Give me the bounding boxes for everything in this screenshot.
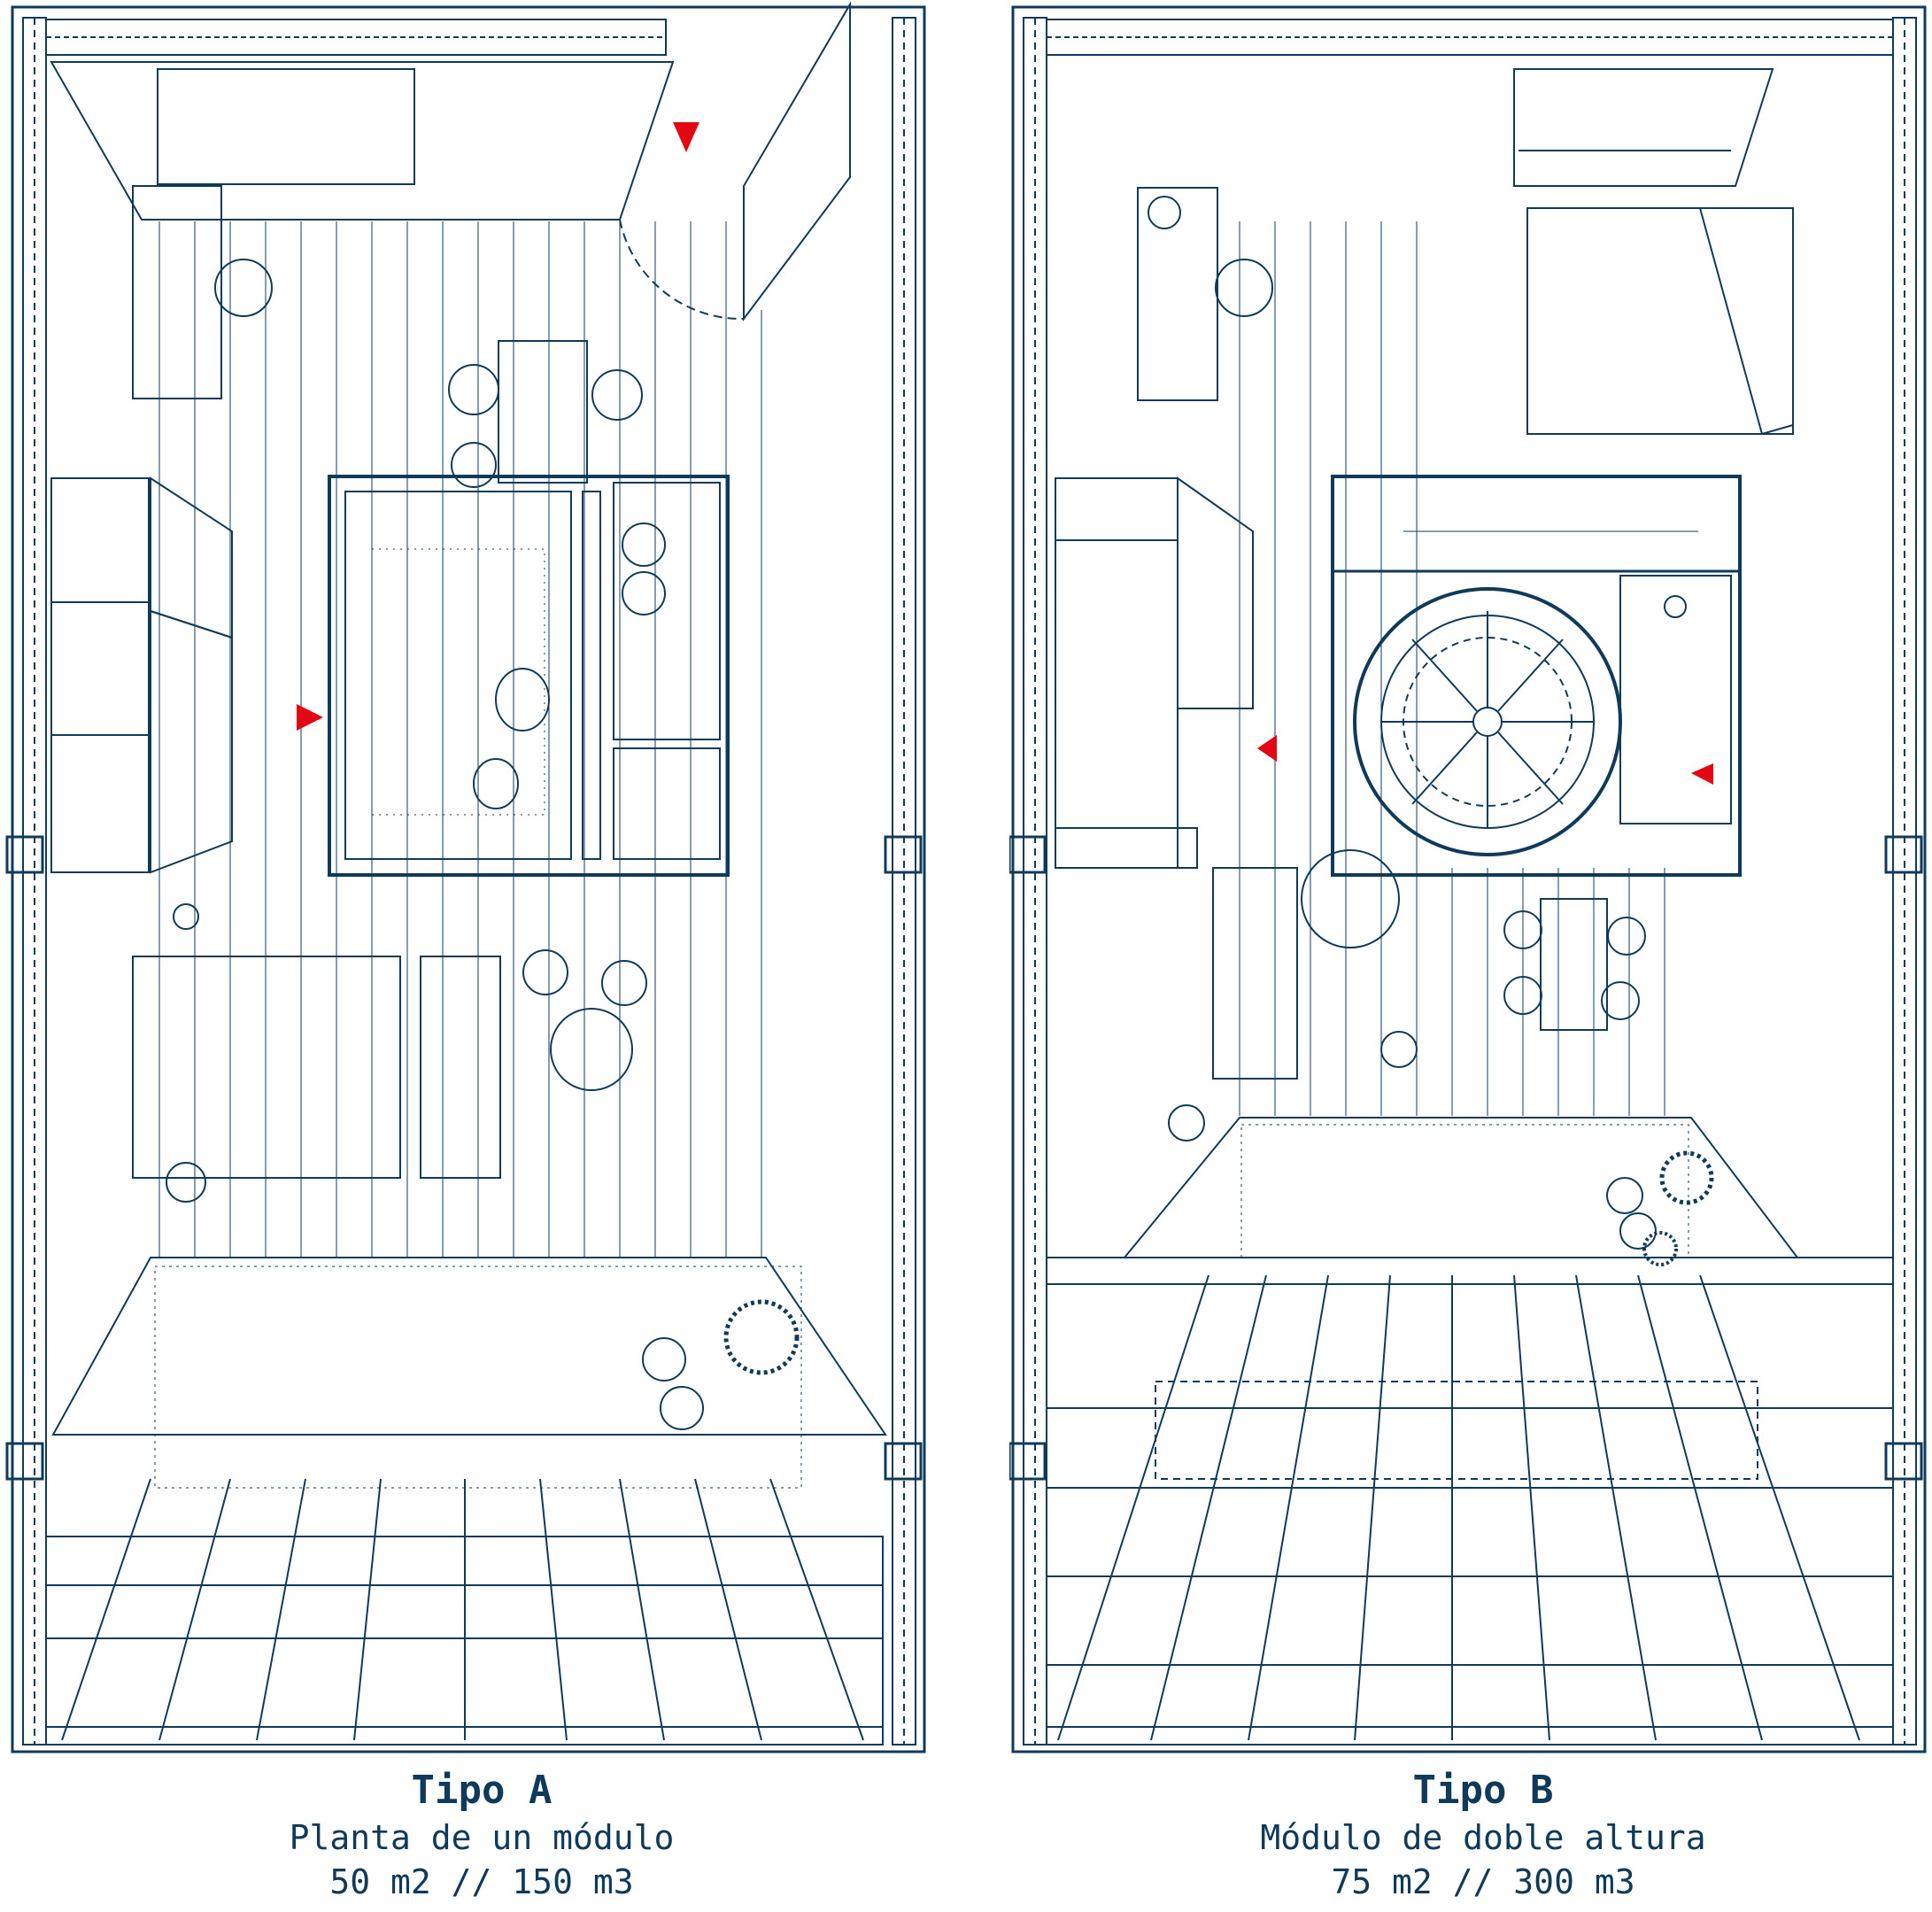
- plant-icon: [723, 1299, 800, 1375]
- chair-icon: [1607, 917, 1646, 956]
- bed: [132, 903, 401, 1203]
- balcony-grating: [1046, 1257, 1894, 1746]
- plan-tipo-b: [1009, 5, 1927, 1753]
- chair-icon: [448, 364, 499, 415]
- kitchen-cabinet: [1055, 476, 1254, 869]
- plan-title: Tipo B: [1412, 1768, 1554, 1813]
- chair-icon: [1503, 976, 1542, 1015]
- toilet-icon: [1664, 595, 1687, 618]
- stair-core: [1331, 475, 1742, 877]
- wall-columns: [5, 835, 923, 1481]
- skylight: [1513, 68, 1774, 187]
- sink-icon: [495, 668, 550, 732]
- chair-icon: [1601, 981, 1640, 1020]
- terrace: [51, 1257, 887, 1489]
- plan-tipo-a: [5, 1, 926, 1753]
- desk: [1137, 187, 1273, 401]
- floor-boards: [1239, 221, 1665, 1116]
- entry-arrow-icon: [1691, 763, 1713, 785]
- lounge-table: [522, 949, 647, 1091]
- caption-tipo-a: Tipo A Planta de un módulo 50 m2 // 150 …: [12, 1766, 951, 1904]
- entry-arrow-icon: [297, 704, 323, 731]
- dining-set: [448, 340, 643, 488]
- chair-icon: [1503, 910, 1542, 949]
- plan-title: Tipo A: [411, 1768, 553, 1813]
- wall-columns: [1009, 835, 1923, 1481]
- spiral-stair-icon: [1353, 587, 1622, 856]
- balcony-grating: [45, 1478, 884, 1746]
- caption-tipo-b: Tipo B Módulo de doble altura 75 m2 // 3…: [1014, 1766, 1932, 1904]
- plan-subtitle: Planta de un módulo: [289, 1818, 675, 1857]
- outer-walls: [11, 5, 926, 1753]
- chair-icon: [522, 949, 568, 995]
- plan-area: 75 m2 // 300 m3: [1331, 1862, 1635, 1901]
- chair-icon: [1380, 1031, 1418, 1068]
- plant-icon: [1659, 1150, 1714, 1205]
- plant-icon: [1642, 1231, 1678, 1266]
- chair-icon: [1168, 1104, 1205, 1142]
- pantry-unit: [1212, 849, 1400, 1080]
- terrace: [1122, 1104, 1800, 1266]
- double-height-void: [1526, 207, 1794, 436]
- chair-icon: [601, 960, 647, 1006]
- plan-area: 50 m2 // 150 m3: [329, 1862, 634, 1901]
- entrance-door[interactable]: [619, 1, 851, 321]
- storage-wall: [50, 476, 233, 874]
- entry-arrow-icon: [1257, 735, 1277, 762]
- chair-icon: [1619, 1212, 1657, 1250]
- toilet-icon: [473, 758, 519, 809]
- sofa: [420, 956, 501, 1179]
- chair-icon: [660, 1386, 704, 1430]
- skylight: [50, 61, 675, 221]
- entry-arrow-icon: [673, 122, 699, 152]
- outer-walls: [1011, 5, 1927, 1753]
- chair-icon: [642, 1337, 686, 1382]
- chair-icon: [1606, 1177, 1643, 1214]
- desk: [132, 185, 273, 399]
- bathroom-kitchen-core: [328, 475, 730, 877]
- chair-icon: [591, 369, 643, 421]
- floor-boards: [158, 221, 762, 1258]
- round-table-icon: [550, 1008, 633, 1091]
- dining-set: [1380, 898, 1646, 1068]
- plan-subtitle: Módulo de doble altura: [1260, 1818, 1706, 1857]
- chair-icon: [451, 442, 497, 488]
